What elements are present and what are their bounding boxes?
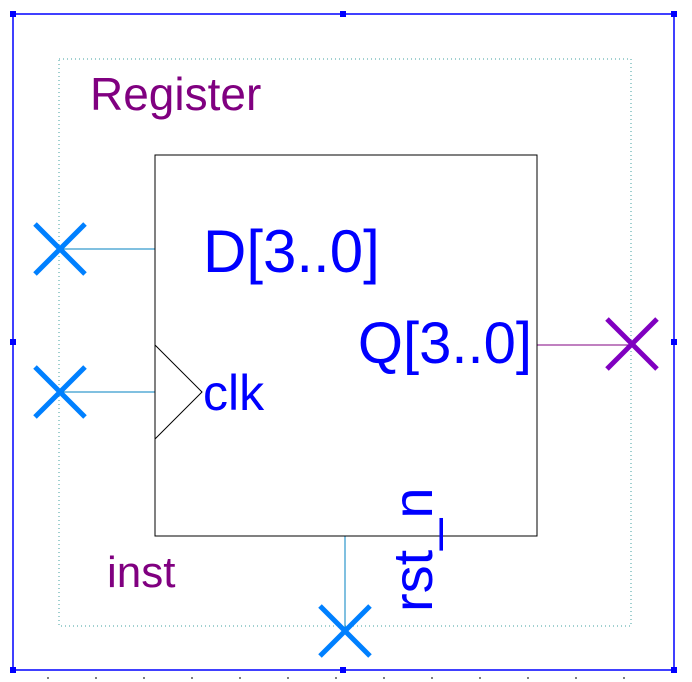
pin-clock[interactable] [33,365,87,419]
clock-triangle-icon [154,344,203,440]
port-label-data-in: D[3..0] [203,218,380,285]
port-label-clock: clk [203,365,265,421]
pin-data-in[interactable] [33,222,87,276]
handle-top-left[interactable] [10,11,16,17]
x-pin-icon [605,317,659,371]
port-label-reset: rst_n [381,488,444,613]
handle-bottom-middle[interactable] [340,667,346,673]
bottom-tick-marks [47,677,625,679]
handle-top-middle[interactable] [340,11,346,17]
pin-reset[interactable] [318,604,372,658]
handle-left-middle[interactable] [10,339,16,345]
port-label-data-out: Q[3..0] [358,311,532,376]
x-pin-icon [33,365,87,419]
handle-top-right[interactable] [671,11,677,17]
handle-bottom-left[interactable] [10,667,16,673]
selection-handles[interactable] [10,11,677,673]
instance-name-label: inst [107,548,175,597]
handle-bottom-right[interactable] [671,667,677,673]
x-pin-icon [33,222,87,276]
symbol-name-label: Register [90,68,261,120]
pin-data-out[interactable] [605,317,659,371]
x-pin-icon [318,604,372,658]
handle-right-middle[interactable] [671,339,677,345]
